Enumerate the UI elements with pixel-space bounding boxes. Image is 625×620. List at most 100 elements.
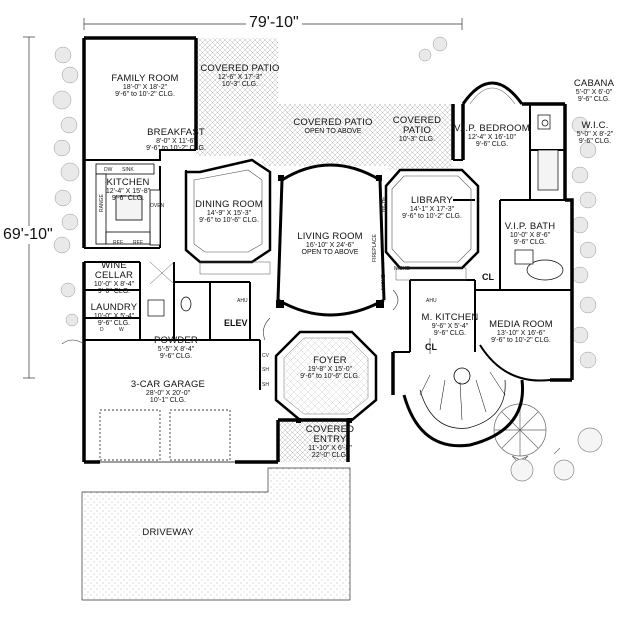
niche-tag-lower: NICHE [381,274,387,290]
m-kitchen-label: M. KITCHEN 9'-6" X 5'-4" 9'-6" CLG. [422,313,479,338]
covered-patio-left-ceiling: 10'-3" CLG. [221,81,259,89]
vip-bath-size: 10'-0" X 8'-6" [509,231,551,239]
m-kitchen-size: 9'-6" X 5'-4" [431,322,469,330]
garage-ceiling: 10'-1" CLG. [149,397,187,405]
driveway-name: DRIVEWAY [142,527,194,538]
wine-cellar-ceiling: 9'-6" CLG. [97,288,131,296]
living-room-size: 16'-10" X 24'-6" [305,241,355,249]
powder-name: POWDER [154,335,198,346]
library-ceiling: 9'-6" to 10'-2" CLG. [402,213,462,221]
covered-patio-center-ceiling: OPEN TO ABOVE [304,127,362,135]
palm-trees [493,403,603,482]
covered-entry-ceiling: 22'-0" CLG. [311,452,349,460]
covered-patio-center-label: COVERED PATIO OPEN TO ABOVE [293,118,372,135]
wic-label: W.I.C. 5'-0" X 8'-2" 9'-6" CLG. [577,121,613,146]
library-label: LIBRARY 14'-1" X 17'-3" 9'-6" to 10'-2" … [402,196,462,221]
wic-ceiling: 9'-6" CLG. [578,138,612,146]
vip-bedroom-bay [461,81,524,105]
dining-room-ceiling: 9'-6" to 10'-6" CLG. [199,217,259,225]
m-kitchen-name: M. KITCHEN [421,312,479,323]
cv-tag: CV [262,353,269,359]
media-room-name: MEDIA ROOM [489,319,553,330]
niche-tag-upper: NICHE [381,196,387,212]
covered-patio-right-label: COVERED PATIO 10'-3" CLG. [393,116,441,143]
wine-cellar-size: 10'-0" X 8'-4" [93,280,135,288]
vip-bath-name: V.I.P. BATH [504,221,556,232]
dishwasher-tag: DW [104,167,113,173]
ref-tag-2: REF [133,240,143,246]
cabana-ceiling: 9'-6" CLG. [577,96,611,104]
dining-room-label: DINING ROOM 14'-9" X 15'-3" 9'-6" to 10'… [195,200,263,225]
breakfast-size: 8'-0" X 11'-6" [156,137,196,145]
foyer-name: FOYER [313,355,347,366]
covered-patio-left-name: COVERED PATIO [200,63,280,74]
laundry-ceiling: 9'-6" CLG. [97,320,131,328]
cabana-label: CABANA 5'-0" X 6'-0" 9'-6" CLG. [574,79,614,104]
kitchen-label: KITCHEN 12'-4" X 15'-8" 9'-6" CLG. [106,178,150,203]
powder-label: POWDER 5'-5" X 8'-4" 9'-6" CLG. [154,336,198,361]
powder-ceiling: 9'-6" CLG. [159,353,193,361]
foyer-size: 19'-8" X 15'-0" [307,365,353,373]
ahu-tag-right: AHU [426,298,437,304]
cabana-name: CABANA [573,78,615,89]
vip-bath-label: V.I.P. BATH 10'-0" X 8'-6" 9'-6" CLG. [505,222,556,247]
family-room-ceiling: 9'-6" to 10'-2" CLG. [115,91,175,99]
driveway-label: DRIVEWAY [142,528,193,538]
landscape-plants [52,36,597,369]
library-name: LIBRARY [411,195,453,206]
powder-size: 5'-5" X 8'-4" [157,345,195,353]
overall-depth-dimension: 69'-10" [2,226,54,244]
hall-marks [149,261,467,285]
covered-patio-left-size: 12'-6" X 17'-3" [217,73,263,81]
laundry-label: LAUNDRY 10'-0" X 5'-4" 9'-6" CLG. [91,303,138,328]
covered-patio-right-name2: PATIO [402,124,432,136]
wic-name: W.I.C. [581,120,609,131]
sh-tag-2: SH [262,382,269,388]
breakfast-label: BREAKFAST 8'-0" X 11'-6" 9'-6" to 10'-2"… [146,128,206,153]
covered-entry-label: COVERED ENTRY 11'-10" X 6'-8" 22'-0" CLG… [306,425,354,460]
kitchen-ceiling: 9'-6" CLG. [111,195,145,203]
fireplace-tag: FIREPLACE [372,234,378,262]
covered-patio-right-ceiling: 10'-3" CLG. [398,135,436,143]
closet-tag-right: CL [482,272,494,282]
range-tag: RANGE [99,194,105,212]
washer-tag: W [119,327,124,333]
ahu-tag-left: AHU [237,298,248,304]
media-room-size: 13'-10" X 16'-6" [496,329,546,337]
family-room-label: FAMILY ROOM 18'-0" X 18'-2" 9'-6" to 10'… [111,74,178,99]
elevator-tag: ELEV [224,318,248,328]
covered-entry-name2: ENTRY [313,433,347,445]
living-room-label: LIVING ROOM 16'-10" X 24'-6" OPEN TO ABO… [297,232,363,257]
family-room-name: FAMILY ROOM [111,73,179,84]
vip-bedroom-ceiling: 9'-6" CLG. [475,141,509,149]
wine-cellar-name2: CELLAR [94,269,134,281]
laundry-size: 10'-0" X 5'-4" [93,312,135,320]
covered-patio-right-name: COVERED [392,115,442,126]
wic-size: 5'-0" X 8'-2" [576,130,614,138]
oven-tag: OVEN [150,203,165,209]
patio-hatching [196,38,452,462]
ref-tag-1: REF [113,240,123,246]
media-room-ceiling: 9'-6" to 10'-2" CLG. [491,337,551,345]
dining-room-name: DINING ROOM [195,199,263,210]
foyer-label: FOYER 19'-8" X 15'-0" 9'-6" to 10'-6" CL… [300,356,360,381]
spiral-staircase [402,367,525,448]
laundry-name: LAUNDRY [90,302,138,313]
closet-tag-mkitchen: CL [425,342,437,352]
breakfast-name: BREAKFAST [147,127,205,138]
covered-entry-name: COVERED [305,424,355,435]
sh-tag-1: SH [262,367,269,373]
niche-tag-hall: NICHE [394,266,410,272]
overall-width-dimension: 79'-10" [246,14,302,32]
breakfast-ceiling: 9'-6" to 10'-2" CLG. [146,145,206,153]
dryer-tag: D [100,327,104,333]
m-kitchen-ceiling: 9'-6" CLG. [433,330,467,338]
vip-bedroom-size: 12'-4" X 16'-10" [467,133,517,141]
media-room-curve [479,344,551,382]
garage-label: 3-CAR GARAGE 28'-0" X 20'-0" 10'-1" CLG. [131,380,205,405]
driveway-pavement [81,467,351,601]
covered-patio-left-label: COVERED PATIO 12'-6" X 17'-3" 10'-3" CLG… [200,64,279,89]
media-room-label: MEDIA ROOM 13'-10" X 16'-6" 9'-6" to 10'… [489,320,553,345]
wine-cellar-name: WINE [101,260,127,271]
